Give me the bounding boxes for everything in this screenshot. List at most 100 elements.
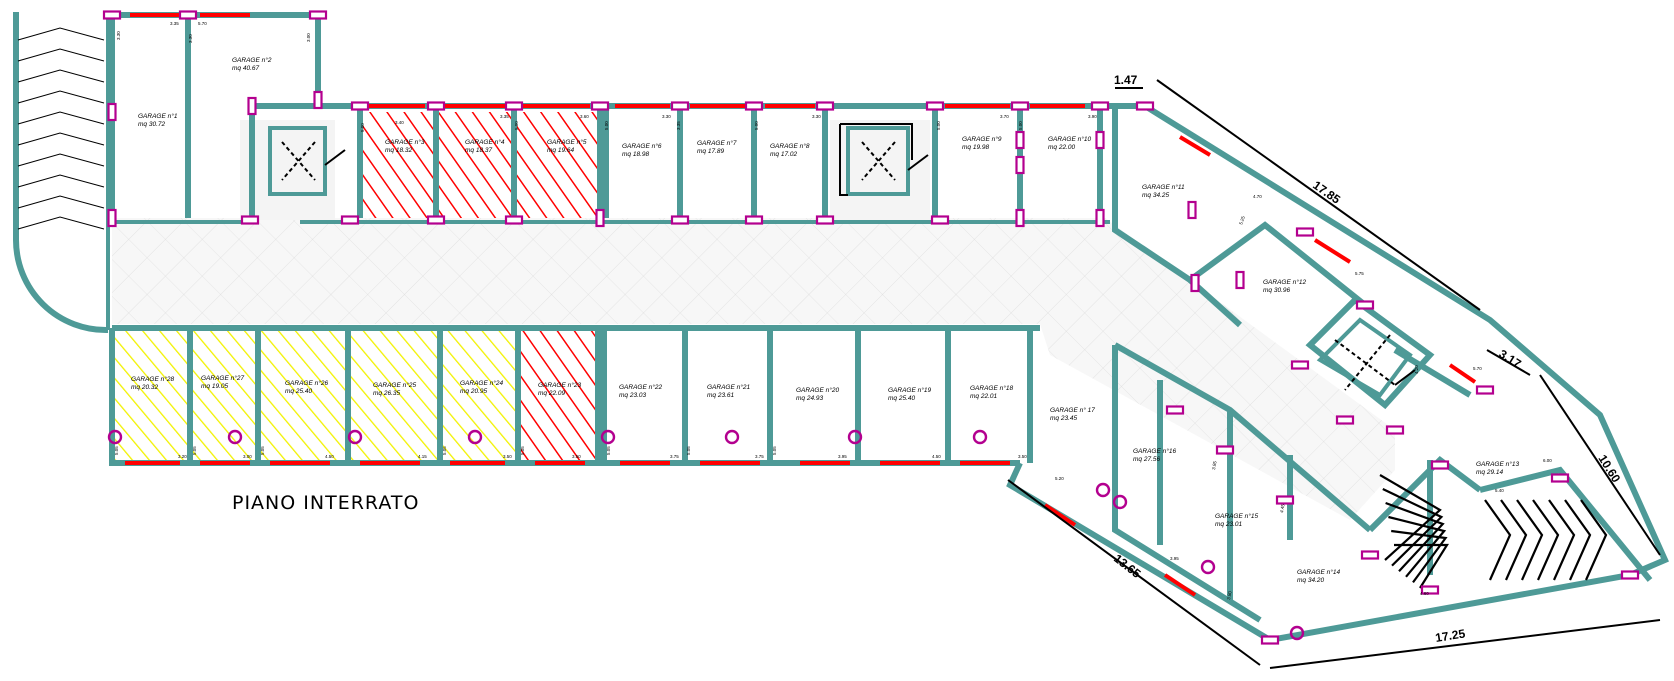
- garage-name-g17: GARAGE n° 17: [1050, 406, 1095, 414]
- pillar: [1135, 101, 1155, 111]
- garage-area-g7: mq 17.89: [697, 148, 724, 155]
- ramp-chevron: [17, 216, 105, 230]
- window: [1163, 573, 1197, 597]
- pillar: [350, 101, 370, 111]
- entrance-ramp: [13, 12, 110, 334]
- garage-area-g25: mq 26.35: [373, 390, 400, 397]
- dim-g9-w: 3.70: [1000, 114, 1009, 119]
- dim-b-g26-w: 4.50: [325, 454, 334, 459]
- dim-b-g23-w: 3.50: [572, 454, 581, 459]
- garage-name-g24: GARAGE n°24: [460, 379, 503, 387]
- dim-317: 3.17: [1496, 347, 1524, 371]
- dim-b-h-h: 5.05: [772, 446, 777, 455]
- garage-name-g8: GARAGE n°8: [770, 142, 810, 150]
- dim-b-h-b: 5.05: [192, 446, 197, 455]
- pillar: [178, 10, 198, 20]
- stair-step: [1532, 499, 1560, 581]
- dim-b-h-f: 5.05: [606, 446, 611, 455]
- dim-b-g25-w: 4.15: [418, 454, 427, 459]
- pillar: [925, 101, 945, 111]
- dim-r-420: 4.20: [1414, 365, 1419, 374]
- dim-b-h-e: 5.05: [520, 446, 525, 455]
- pillar: [1010, 101, 1030, 111]
- garage-area-g14: mq 34.20: [1297, 577, 1324, 584]
- dim-g3-w: 3.40: [395, 120, 404, 125]
- garage-area-g19: mq 25.40: [888, 395, 915, 402]
- garage-name-g16: GARAGE n°16: [1133, 447, 1176, 455]
- garage-area-g21: mq 23.61: [707, 392, 734, 399]
- garage-name-g26: GARAGE n°26: [285, 379, 328, 387]
- garage-name-g23: GARAGE n°23: [538, 381, 581, 389]
- garage-name-g5: GARAGE n°5: [547, 138, 587, 146]
- garage-area-g8: mq 17.02: [770, 151, 797, 158]
- dim-r-600: 6.00: [1543, 458, 1552, 463]
- ramp-chevron: [17, 132, 105, 146]
- pillar: [1420, 585, 1440, 595]
- garage-name-g7: GARAGE n°7: [697, 139, 737, 147]
- dim-b-g28-w: 3.20: [178, 454, 187, 459]
- pillar: [595, 208, 605, 228]
- dim-r-520: 5.20: [1055, 476, 1064, 481]
- garage-area-g20: mq 24.93: [796, 395, 823, 402]
- pillar: [1295, 227, 1315, 237]
- garage-name-g3: GARAGE n°3: [385, 138, 425, 146]
- garage-area-g23: mq 22.09: [538, 390, 565, 397]
- dim-b-g20-w: 3.95: [838, 454, 847, 459]
- pillar: [815, 215, 835, 225]
- pillar: [1475, 385, 1495, 395]
- garage-area-g5: mq 19.64: [547, 147, 574, 154]
- garage-area-g17: mq 23.45: [1050, 415, 1077, 422]
- garage-name-g9: GARAGE n°9: [962, 135, 1002, 143]
- pillar: [107, 102, 117, 122]
- stair-cores: [281, 123, 1416, 391]
- pillar: [313, 90, 323, 110]
- pillar: [1015, 130, 1025, 150]
- dim-r-380: 3.80: [1226, 590, 1233, 600]
- garage-area-g16: mq 27.56: [1133, 456, 1160, 463]
- pillar: [1275, 495, 1295, 505]
- window: [1043, 503, 1077, 527]
- dim-r-575: 5.75: [1355, 271, 1364, 276]
- stair-step: [1382, 488, 1444, 567]
- window: [1178, 135, 1212, 157]
- pillar: [815, 101, 835, 111]
- ramp-chevron: [17, 90, 105, 104]
- stair-step: [1548, 499, 1576, 581]
- dim-g3-h: 5.00: [360, 123, 365, 132]
- dim-b-g27-w: 3.00: [243, 454, 252, 459]
- garage-name-g22: GARAGE n°22: [619, 383, 662, 391]
- dim-g5-w: 3.60: [580, 114, 589, 119]
- dim-g2-v: 3.00: [306, 33, 311, 42]
- dim-147: 1.47: [1114, 73, 1138, 87]
- dim-r-570: 5.70: [1473, 366, 1482, 371]
- garage-name-g2: GARAGE n°2: [232, 56, 272, 64]
- ramp-chevron: [17, 111, 105, 125]
- dim-r-540: 5.40: [1495, 488, 1504, 493]
- pillar: [1015, 155, 1025, 175]
- pillar: [1335, 415, 1355, 425]
- dim-g7-w: 3.35: [676, 121, 681, 130]
- garage-name-g20: GARAGE n°20: [796, 386, 839, 394]
- dim-r-525: 5.25: [1238, 215, 1246, 225]
- window: [1313, 238, 1352, 264]
- dim-g9-h: 5.00: [936, 121, 941, 130]
- garage-area-g10: mq 22.00: [1048, 144, 1075, 151]
- ramp-chevron: [17, 27, 105, 41]
- pillar: [1235, 270, 1245, 290]
- garage-area-g28: mq 20.32: [131, 384, 158, 391]
- pillar: [1095, 130, 1105, 150]
- stair-step: [1379, 474, 1442, 561]
- dim-g5-h: 5.00: [514, 121, 519, 130]
- garage-name-g19: GARAGE n°19: [888, 386, 931, 394]
- dim-top-570: 5.70: [198, 21, 207, 26]
- dim-b-g22-w: 3.75: [670, 454, 679, 459]
- pillar: [504, 101, 524, 111]
- pillar: [670, 215, 690, 225]
- garage-area-g15: mq 23.01: [1215, 521, 1242, 528]
- dim-b-h-a: 5.05: [114, 446, 119, 455]
- dim-b-g18-w: 3.50: [1018, 454, 1027, 459]
- stair-step: [1484, 499, 1512, 581]
- ramp-chevron: [17, 153, 105, 167]
